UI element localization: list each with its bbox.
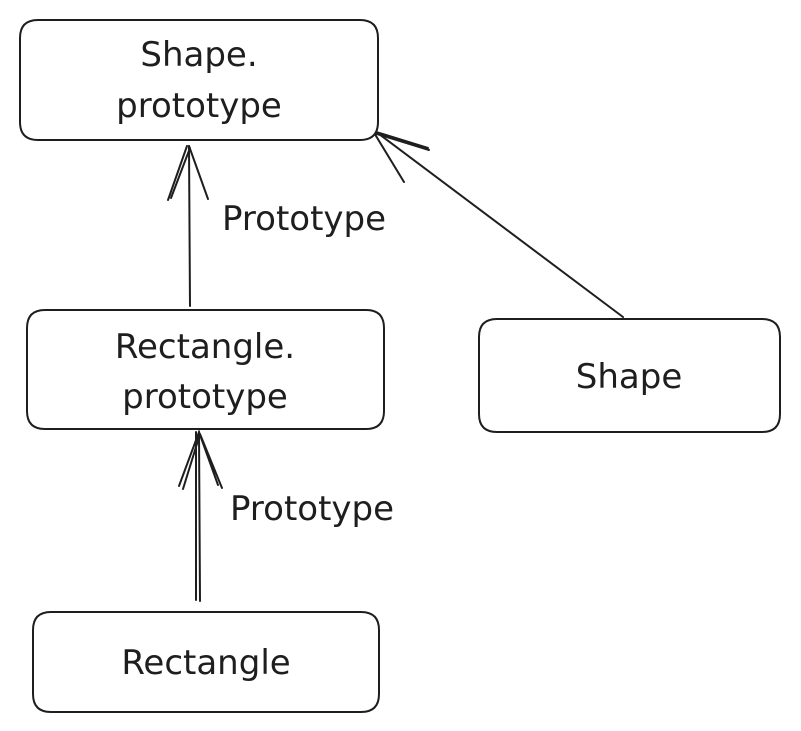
edge-label-prototype-upper: Prototype <box>222 199 386 239</box>
arrowhead <box>370 129 430 183</box>
edge-rectangle-prototype-to-shape-prototype: Prototype <box>167 145 386 307</box>
node-shape-prototype[interactable]: Shape. prototype <box>19 19 379 141</box>
node-box <box>478 318 781 433</box>
edge-rectangle-to-rectangle-prototype: Prototype <box>178 429 394 602</box>
arrowhead <box>167 145 209 201</box>
node-shape[interactable]: Shape <box>478 318 781 433</box>
node-label-line1: Rectangle. <box>115 327 295 367</box>
node-label: Shape <box>576 357 682 397</box>
edge-line <box>374 130 624 318</box>
node-label: Rectangle <box>121 643 290 683</box>
node-box <box>19 19 379 141</box>
node-box <box>26 309 385 430</box>
edge-line <box>188 145 191 307</box>
node-box <box>32 611 380 713</box>
node-label-line1: Shape. <box>140 35 257 75</box>
arrowhead <box>178 429 223 490</box>
edge-line <box>195 431 201 602</box>
node-label-line2: prototype <box>116 86 282 126</box>
edge-shape-to-shape-prototype <box>370 129 624 318</box>
edge-label-prototype-lower: Prototype <box>230 489 394 529</box>
node-rectangle[interactable]: Rectangle <box>32 611 380 713</box>
node-label-line2: prototype <box>122 377 288 417</box>
node-rectangle-prototype[interactable]: Rectangle. prototype <box>26 309 385 430</box>
